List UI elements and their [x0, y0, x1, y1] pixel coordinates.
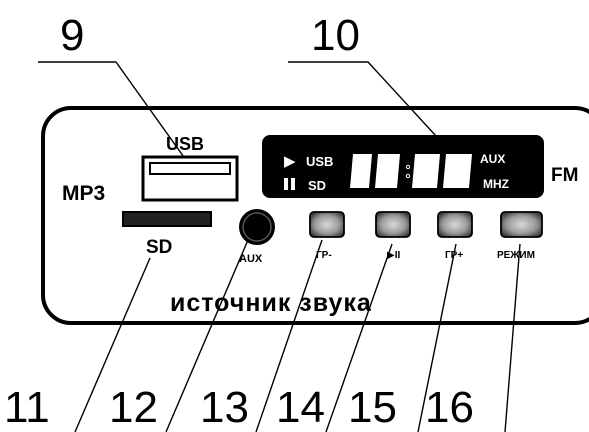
callout-15: 15	[348, 383, 397, 432]
display-usb-text: USB	[306, 154, 333, 169]
button-gr-plus-label: ГР+	[445, 250, 463, 261]
sd-label: SD	[146, 237, 172, 258]
callout-12: 12	[109, 383, 158, 432]
callout-14: 14	[276, 383, 325, 432]
callout-lines	[38, 61, 521, 432]
leader-15	[417, 243, 457, 432]
callout-10: 10	[311, 11, 360, 60]
button-mode[interactable]	[500, 211, 543, 238]
button-play-pause-label: ▶II	[387, 250, 400, 261]
aux-jack-ring	[242, 212, 272, 242]
callout-11: 11	[4, 383, 50, 432]
leader-13	[255, 239, 323, 432]
fm-label: FM	[551, 165, 578, 186]
mp3-label: MP3	[62, 182, 105, 205]
button-gr-plus[interactable]	[437, 211, 473, 238]
button-play-pause[interactable]	[375, 211, 411, 238]
sd-slot[interactable]	[122, 211, 212, 227]
display-aux-text: AUX	[480, 152, 505, 166]
display-sd-text: SD	[308, 178, 326, 193]
usb-port-tongue	[149, 162, 231, 175]
usb-label: USB	[166, 134, 204, 154]
button-gr-minus[interactable]	[309, 211, 345, 238]
panel-title: источник звука	[170, 289, 372, 317]
button-mode-label: РЕЖИМ	[497, 250, 535, 261]
leader-16	[504, 243, 521, 432]
aux-jack[interactable]	[239, 209, 275, 245]
button-gr-minus-label: ГР-	[316, 250, 332, 261]
display-mhz-text: MHZ	[483, 177, 509, 191]
lcd-digit-segments	[350, 154, 472, 188]
pause-icon	[284, 178, 295, 190]
lcd-colon	[405, 164, 411, 179]
play-icon: ▶	[284, 153, 296, 170]
aux-label: AUX	[239, 253, 263, 265]
leader-14	[325, 243, 393, 432]
leader-12	[165, 239, 249, 432]
callout-9: 9	[60, 11, 84, 60]
leader-10	[288, 61, 437, 137]
leader-9	[38, 61, 187, 161]
callout-16: 16	[425, 383, 474, 432]
leader-11	[74, 257, 151, 432]
callout-13: 13	[200, 383, 249, 432]
lcd-display	[262, 135, 544, 198]
